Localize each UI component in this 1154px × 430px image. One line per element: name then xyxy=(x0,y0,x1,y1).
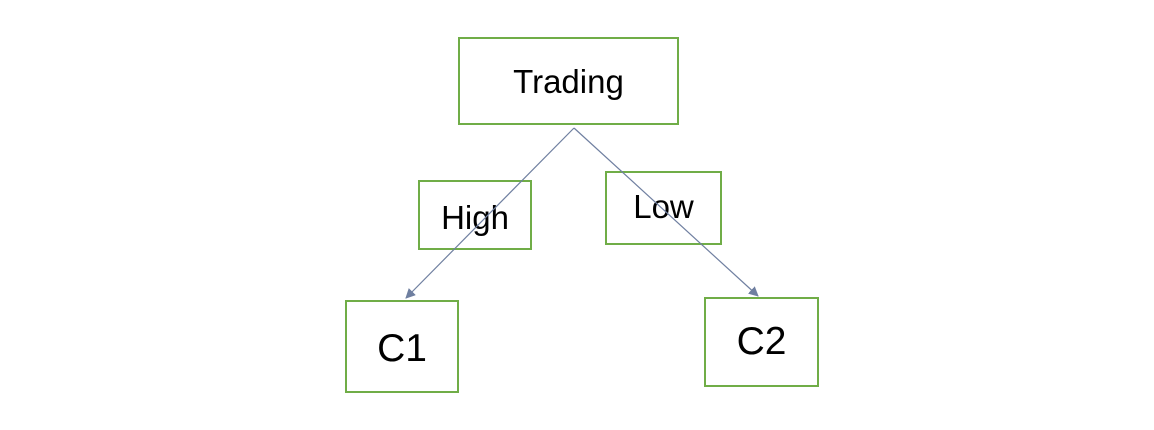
branch-high-label: High xyxy=(441,198,509,236)
root-node-trading: Trading xyxy=(458,37,679,125)
leaf-node-c2: C2 xyxy=(704,297,819,387)
branch-label-high: High xyxy=(418,180,532,250)
branch-label-low: Low xyxy=(605,171,722,245)
leaf-c1-label: C1 xyxy=(377,327,427,370)
leaf-node-c1: C1 xyxy=(345,300,459,393)
root-node-label: Trading xyxy=(513,62,624,100)
branch-low-label: Low xyxy=(633,187,694,225)
leaf-c2-label: C2 xyxy=(736,319,787,363)
